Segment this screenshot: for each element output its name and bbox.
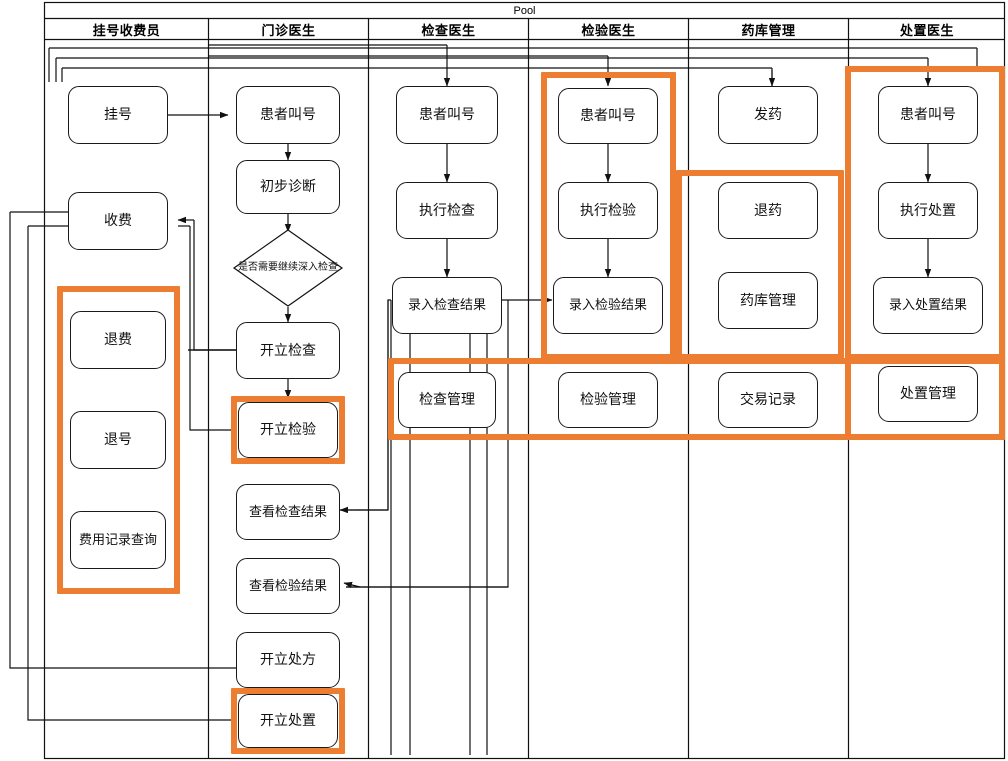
- node-ph-yaoku-guanli[interactable]: 药库管理: [718, 272, 818, 329]
- node-tuihao[interactable]: 退号: [70, 411, 166, 469]
- node-op-kaili-chuzhi[interactable]: 开立处置: [238, 694, 338, 748]
- node-ex-zhixing-jiancha[interactable]: 执行检查: [396, 182, 498, 239]
- lane-header-outpatient: 门诊医生: [261, 23, 316, 38]
- lane-header-pharmacy: 药库管理: [741, 23, 796, 38]
- node-tr-luru-chuzhi-jieguo[interactable]: 录入处置结果: [873, 277, 983, 334]
- node-tuifei[interactable]: 退费: [70, 311, 166, 369]
- node-tr-chuzhi-guanli[interactable]: 处置管理: [878, 366, 978, 422]
- node-feiyong-jilu-chaxun[interactable]: 费用记录查询: [70, 511, 166, 569]
- node-ex-luru-jiancha-jieguo[interactable]: 录入检查结果: [392, 277, 502, 334]
- node-tr-zhixing-chuzhi[interactable]: 执行处置: [878, 182, 978, 239]
- node-op-decision-label: 是否需要继续深入检查: [238, 262, 338, 274]
- node-lab-zhixing-jianyan[interactable]: 执行检验: [558, 182, 658, 239]
- node-lab-luru-jianyan-jieguo[interactable]: 录入检验结果: [553, 277, 663, 334]
- lane-header-treatment: 处置医生: [899, 23, 954, 38]
- diamond-shape: [232, 229, 344, 307]
- node-ph-tuiyao[interactable]: 退药: [718, 182, 818, 239]
- node-tr-huanzhe-jiaohao[interactable]: 患者叫号: [878, 86, 978, 144]
- node-op-chakan-jiancha-jieguo[interactable]: 查看检查结果: [236, 484, 340, 540]
- node-shoufei[interactable]: 收费: [68, 192, 168, 250]
- node-lab-jianyan-guanli[interactable]: 检验管理: [558, 372, 658, 428]
- lane-header-exam: 检查医生: [421, 23, 476, 38]
- node-lab-huanzhe-jiaohao[interactable]: 患者叫号: [558, 88, 658, 144]
- node-op-kaili-chufang[interactable]: 开立处方: [236, 632, 340, 688]
- pool-title: Pool: [513, 5, 536, 17]
- node-guahao[interactable]: 挂号: [68, 86, 168, 144]
- node-op-decision[interactable]: 是否需要继续深入检查: [232, 228, 344, 308]
- node-op-chakan-jianyan-jieguo[interactable]: 查看检验结果: [236, 558, 340, 614]
- node-op-kaili-jianyan[interactable]: 开立检验: [238, 402, 338, 458]
- node-ex-jiancha-guanli[interactable]: 检查管理: [398, 372, 496, 428]
- node-ph-fayao[interactable]: 发药: [718, 86, 818, 144]
- lane-header-lab: 检验医生: [581, 23, 636, 38]
- node-ph-jiaoyi-jilu[interactable]: 交易记录: [718, 372, 818, 428]
- node-op-huanzhe-jiaohao[interactable]: 患者叫号: [236, 86, 340, 144]
- node-ex-huanzhe-jiaohao[interactable]: 患者叫号: [396, 86, 498, 144]
- lane-header-registration: 挂号收费员: [92, 23, 161, 38]
- node-op-chubu-zhenduan[interactable]: 初步诊断: [236, 160, 340, 214]
- node-op-kaili-jiancha[interactable]: 开立检查: [236, 322, 340, 379]
